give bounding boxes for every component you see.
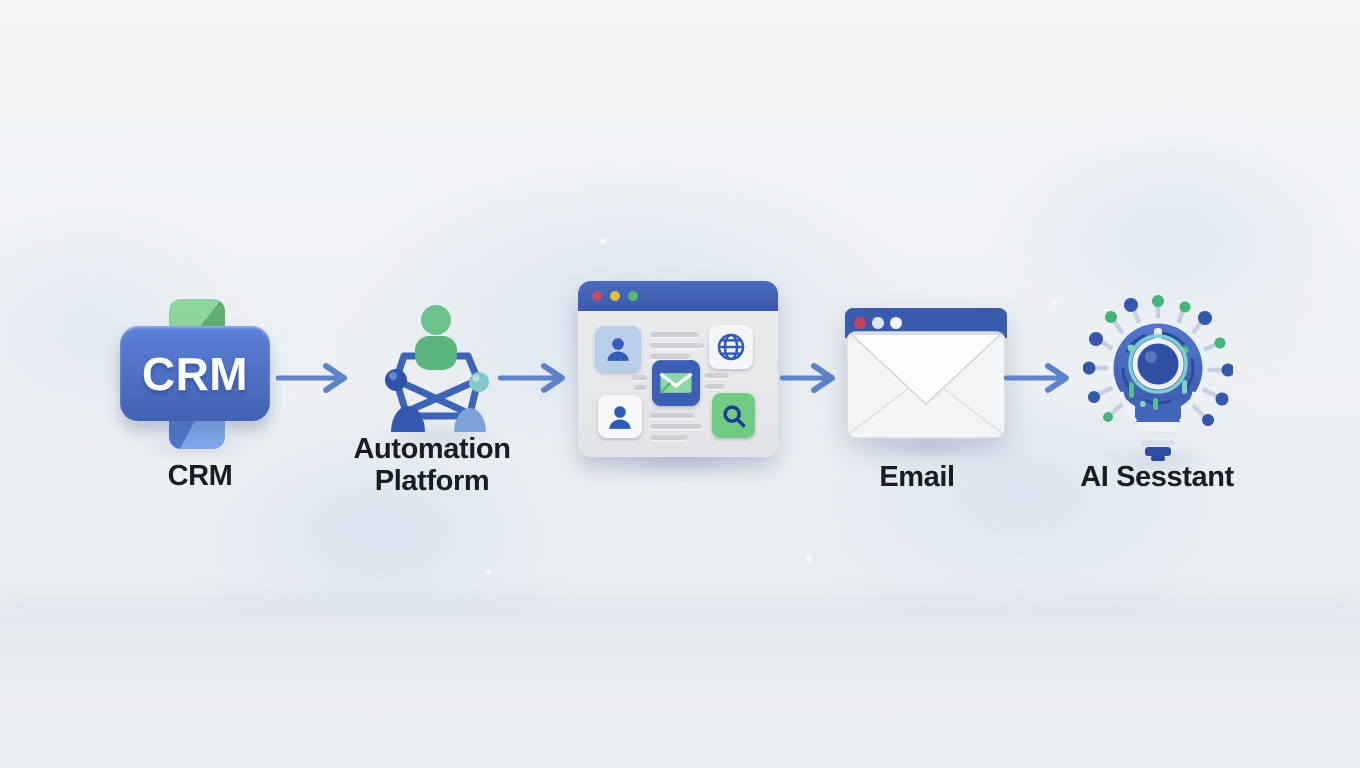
- text-line: [650, 354, 690, 359]
- sparkle-dot: [806, 556, 812, 562]
- crm-badge-face: CRM: [120, 326, 270, 421]
- flow-arrow-icon: [498, 363, 565, 393]
- window-dot-yellow: [610, 291, 620, 301]
- node-label-ai-assistant: AI Sesstant: [1080, 461, 1234, 493]
- text-line: [705, 373, 729, 378]
- crm-badge-text: CRM: [141, 347, 249, 400]
- window-dot-red: [592, 291, 602, 301]
- text-line: [705, 384, 725, 389]
- envelope-window-icon: [845, 308, 1007, 442]
- sparkle-dot: [486, 570, 491, 575]
- sparkle-dot: [1052, 300, 1057, 305]
- text-line: [631, 375, 647, 380]
- contact-card-icon: [598, 395, 642, 438]
- text-line: [650, 424, 702, 429]
- ai-lightbulb-icon: [1083, 295, 1233, 461]
- envelope-graphic: [845, 308, 1007, 439]
- contact-card-icon: [595, 326, 641, 372]
- sparkle-dot: [302, 182, 306, 186]
- browser-window-icon: [578, 281, 778, 457]
- node-label-automation-platform: Automation Platform: [353, 433, 511, 498]
- browser-title-bar: [578, 281, 778, 311]
- crm-cross-badge-icon: CRM: [120, 299, 270, 449]
- node-label-email: Email: [879, 461, 955, 493]
- globe-icon: [709, 325, 753, 369]
- text-line: [650, 413, 694, 418]
- flow-arrow-icon: [780, 363, 835, 393]
- icon-shadow: [865, 438, 990, 454]
- text-line: [650, 343, 704, 348]
- flow-arrow-icon: [1004, 363, 1069, 393]
- floor: [0, 616, 1360, 768]
- node-label-crm: CRM: [167, 460, 233, 492]
- window-dot-green: [628, 291, 638, 301]
- search-icon: [712, 393, 755, 438]
- people-network-icon: [385, 305, 489, 432]
- mail-tile-icon: [652, 360, 700, 406]
- sparkle-dot: [600, 238, 606, 244]
- flow-arrow-icon: [276, 363, 347, 393]
- text-line: [650, 435, 688, 440]
- text-line: [650, 332, 698, 337]
- text-line: [634, 385, 647, 390]
